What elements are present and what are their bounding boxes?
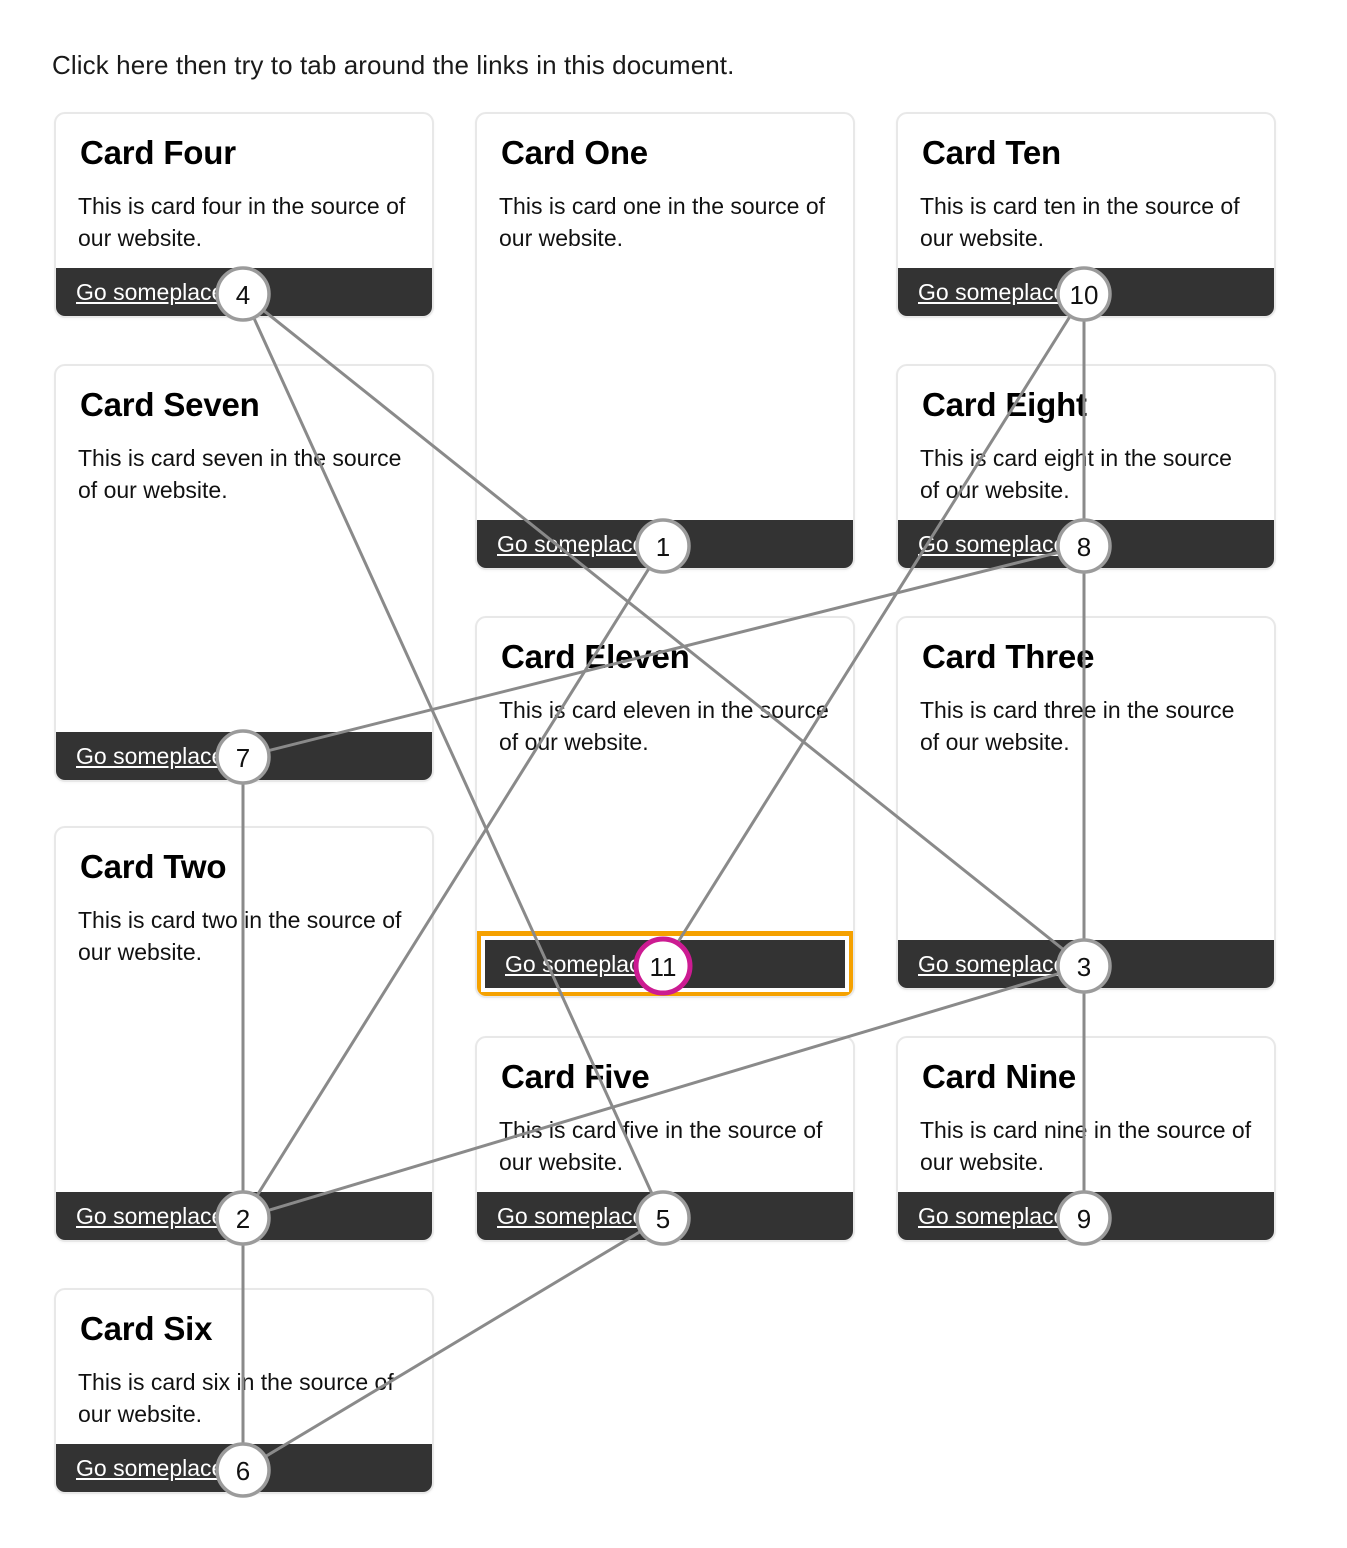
card-link-go-someplace[interactable]: Go someplace: [477, 1192, 853, 1240]
intro-instruction-text: Click here then try to tab around the li…: [52, 50, 735, 80]
card-body-text: This is card eight in the source of our …: [920, 445, 1232, 503]
card-link-go-someplace[interactable]: Go someplace: [56, 268, 432, 316]
card-title: Card Eight: [922, 386, 1087, 423]
card-body-text: This is card five in the source of our w…: [499, 1117, 823, 1175]
card-title: Card Five: [501, 1058, 650, 1095]
card-link-go-someplace[interactable]: Go someplace: [477, 931, 853, 996]
card-body-text: This is card one in the source of our we…: [499, 193, 825, 251]
card-link-go-someplace[interactable]: Go someplace: [56, 732, 432, 780]
card-title: Card Seven: [80, 386, 260, 423]
card-body-text: This is card four in the source of our w…: [78, 193, 406, 251]
card-title: Card Ten: [922, 134, 1061, 171]
card-link-go-someplace[interactable]: Go someplace: [898, 1192, 1274, 1240]
card-link-go-someplace[interactable]: Go someplace: [56, 1192, 432, 1240]
card-title: Card Three: [922, 638, 1095, 675]
card-body-text: This is card eleven in the source of our…: [499, 697, 829, 755]
card-title: Card Eleven: [501, 638, 690, 675]
card-title: Card Six: [80, 1310, 213, 1347]
card-link-go-someplace[interactable]: Go someplace: [898, 520, 1274, 568]
card-link-go-someplace[interactable]: Go someplace: [477, 520, 853, 568]
card-link-go-someplace[interactable]: Go someplace: [56, 1444, 432, 1492]
card-title: Card One: [501, 134, 648, 171]
card-body-text: This is card seven in the source of our …: [78, 445, 402, 503]
card-body-text: This is card nine in the source of our w…: [920, 1117, 1252, 1175]
card-link-go-someplace[interactable]: Go someplace: [898, 268, 1274, 316]
card-title: Card Two: [80, 848, 227, 885]
card-link-go-someplace[interactable]: Go someplace: [898, 940, 1274, 988]
card-title: Card Nine: [922, 1058, 1077, 1095]
card-body-text: This is card three in the source of our …: [920, 697, 1235, 755]
card-body-text: This is card two in the source of our we…: [78, 907, 402, 965]
card-body-text: This is card ten in the source of our we…: [920, 193, 1240, 251]
card-title: Card Four: [80, 134, 236, 171]
card-body-text: This is card six in the source of our we…: [78, 1369, 394, 1427]
